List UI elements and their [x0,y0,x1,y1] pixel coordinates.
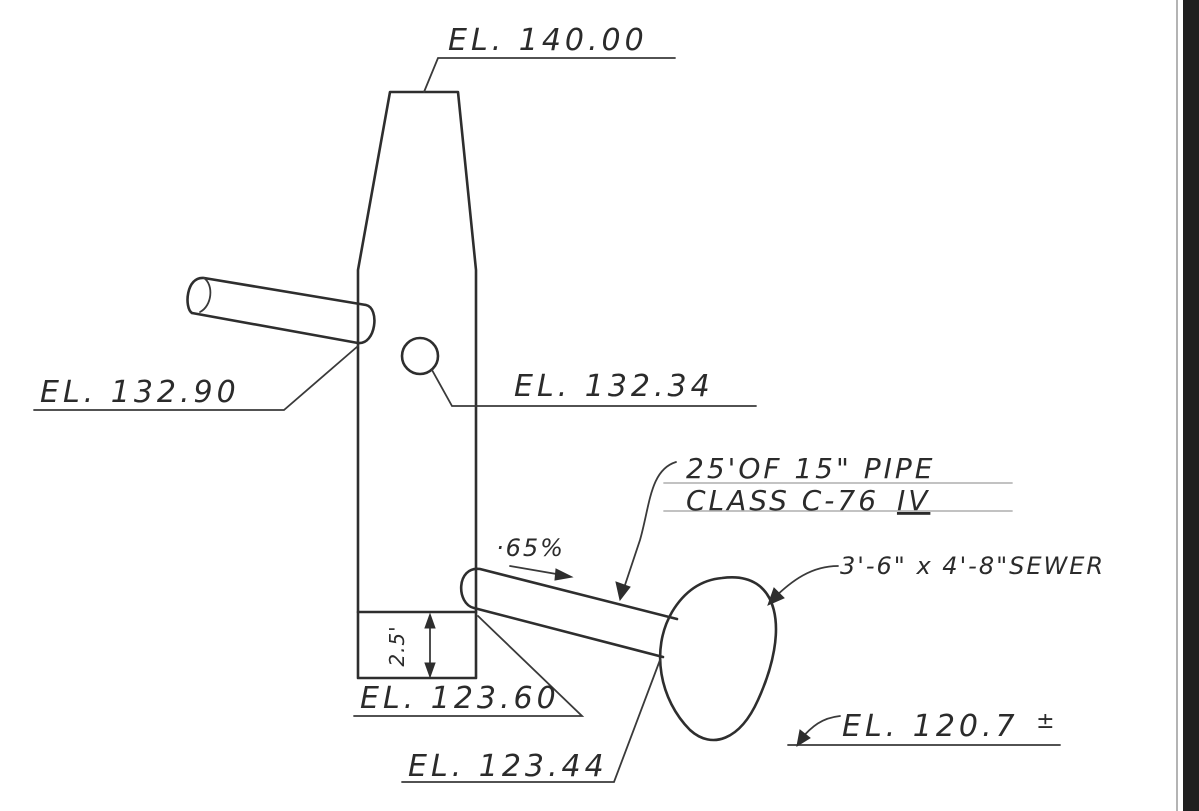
left-inlet-label: EL. 132.90 [40,375,240,410]
base-dimension-arrow-top [424,612,436,629]
pipe-description-line2: CLASS C-76 IV [686,484,930,517]
left-inlet-pipe [186,276,376,345]
pipe-invert-leader [401,659,661,783]
sewer-invert-label: EL. 120.7 ± [842,709,1059,744]
small-inlet-opening [400,336,440,376]
top-elevation-leader [423,57,676,93]
manhole-outline [356,90,478,680]
small-inlet-leader [431,369,757,407]
outlet-pipe [459,567,679,659]
pipe-class-numeral: IV [897,484,930,517]
base-height-label: 2.5' [385,625,409,666]
sewer-invert-arrow [796,729,811,748]
sewer-pipe [658,575,778,742]
pipe-description-line1: 25'OF 15" PIPE [686,452,936,485]
left-inlet-pipe-break [199,277,212,313]
sewer-size-label: 3'-6" x 4'-8"SEWER [840,552,1105,580]
pipe-invert-label: EL. 123.44 [408,749,608,784]
top-elevation-label: EL. 140.00 [448,23,648,58]
sewer-size-leader [771,565,839,601]
slope-label: ·65% [496,534,565,562]
slope-arrowhead [554,568,574,581]
sewer-invert-plusminus: ± [1036,709,1058,734]
base-elevation-leader [353,615,585,717]
small-inlet-label: EL. 132.34 [514,369,714,404]
left-inlet-leader [33,345,359,411]
sheet-border [1183,0,1199,811]
base-dimension-arrow-bottom [424,662,436,679]
pipe-description-arrow [615,581,631,602]
base-elevation-label: EL. 123.60 [360,681,560,716]
pipe-description-leader [621,461,677,595]
sewer-size-arrow [767,587,785,606]
